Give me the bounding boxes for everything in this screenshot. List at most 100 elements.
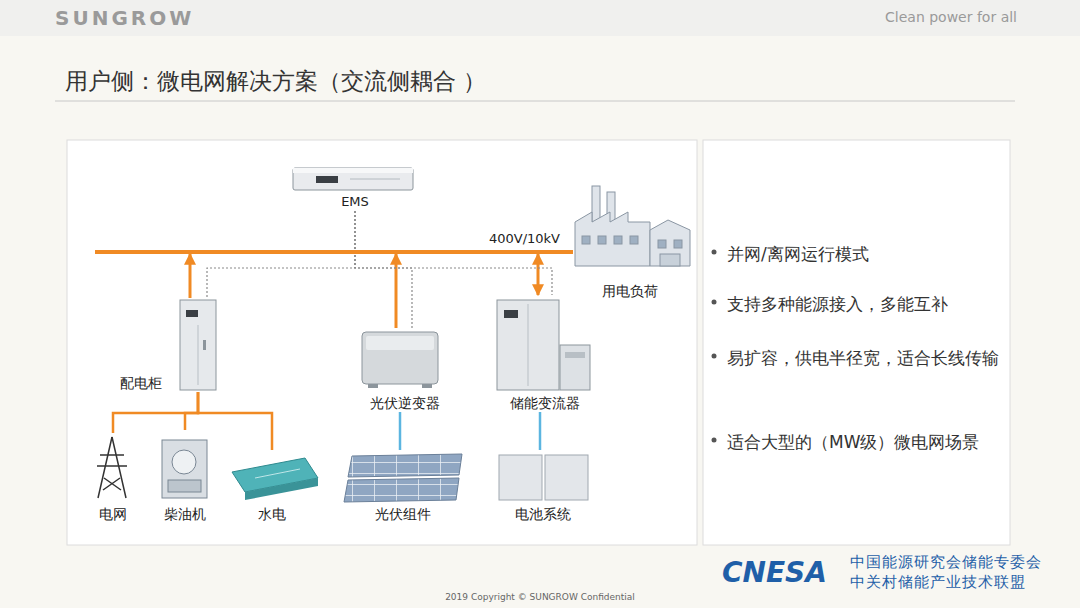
slide-title: 用户侧：微电网解决方案（交流侧耦合 ） xyxy=(65,66,486,97)
connector xyxy=(395,254,398,328)
logo-text: SUNGROW xyxy=(55,6,194,30)
ems-server-part xyxy=(316,176,338,183)
factory-icon-part xyxy=(660,254,680,266)
pcs-node: 储能变流器 xyxy=(492,295,598,412)
factory-icon-part xyxy=(592,186,600,222)
cabinet-node: 配电柜 xyxy=(118,298,220,392)
pv-inverter-part xyxy=(362,332,438,384)
ac-bus-band: 400V/10kV xyxy=(95,228,560,254)
header-band xyxy=(0,0,1080,36)
text-panel xyxy=(703,140,1010,545)
pv-panels-part xyxy=(344,478,459,502)
storage-converter xyxy=(497,300,590,390)
load-node: 用电负荷 xyxy=(565,182,695,300)
node-label: 400V/10kV xyxy=(489,230,560,248)
node-label: 配电柜 xyxy=(120,374,162,392)
connector xyxy=(198,392,272,450)
diesel-generator xyxy=(162,440,207,498)
text-panel-part xyxy=(703,140,1010,545)
connector xyxy=(539,412,542,450)
pv-inverter xyxy=(362,332,438,388)
pv-inverter-part xyxy=(368,384,378,388)
node-label: EMS xyxy=(341,193,369,211)
ems-node: EMS xyxy=(290,163,420,211)
factory-icon-part xyxy=(582,236,590,244)
bullet-dot-part xyxy=(712,250,717,255)
hydro-icon-part xyxy=(245,478,318,500)
slogan: Clean power for all xyxy=(860,9,1017,26)
distribution-cabinet xyxy=(180,300,216,390)
diesel-generator-part xyxy=(162,440,207,498)
title-rule xyxy=(55,101,1015,102)
bullet-text: 易扩容，供电半径宽，适合长线传输 xyxy=(727,342,999,374)
node-label: 柴油机 xyxy=(164,505,206,523)
connector xyxy=(113,392,198,433)
connector xyxy=(537,254,540,295)
factory-icon-part xyxy=(614,236,622,244)
header-band-part xyxy=(0,0,1080,36)
node-label: 用电负荷 xyxy=(602,282,658,300)
bullet-dot-part xyxy=(712,354,717,359)
factory-icon-part xyxy=(575,212,650,266)
hydro-node: 水电 xyxy=(222,450,322,523)
node-label: 水电 xyxy=(258,505,286,523)
factory-icon-part xyxy=(674,240,682,248)
ems-server-part xyxy=(350,179,400,180)
pv-panels xyxy=(344,454,462,502)
node-label: 电网 xyxy=(99,505,127,523)
factory-icon-part xyxy=(630,236,638,244)
diesel-generator-part xyxy=(168,480,201,492)
distribution-cabinet-part xyxy=(186,310,198,317)
bullet-text: 支持多种能源接入，多能互补 xyxy=(727,288,999,320)
battery-node: 电池系统 xyxy=(490,450,596,523)
bullet-text: 适合大型的（MW级）微电网场景 xyxy=(727,426,999,458)
hydro-icon-part xyxy=(255,469,300,478)
grid-tower-part xyxy=(97,437,127,498)
org-name: 中关村储能产业技术联盟 xyxy=(850,573,1026,591)
node-label: 电池系统 xyxy=(515,505,571,523)
connector xyxy=(207,211,355,298)
node-label: 光伏组件 xyxy=(375,505,431,523)
storage-converter-part xyxy=(528,304,529,386)
pv-inverter-part xyxy=(422,384,432,388)
pv-module-node: 光伏组件 xyxy=(338,450,468,523)
pv-inverter-part xyxy=(366,336,434,350)
storage-converter-part xyxy=(504,310,518,318)
bullet-text: 并网/离网运行模式 xyxy=(727,238,999,270)
connector xyxy=(559,250,573,254)
distribution-cabinet-part xyxy=(198,325,199,385)
hydro-icon xyxy=(232,458,318,500)
pv-panels-part xyxy=(348,454,462,477)
ems-server-part xyxy=(293,168,413,173)
inverter-node: 光伏逆变器 xyxy=(350,328,460,412)
diesel-generator-part xyxy=(172,450,196,474)
factory-icon xyxy=(575,186,690,266)
diesel-node: 柴油机 xyxy=(152,430,218,523)
connector xyxy=(189,254,192,298)
connector xyxy=(399,412,402,450)
factory-icon-part xyxy=(658,240,666,248)
distribution-cabinet-part xyxy=(180,300,216,390)
connector xyxy=(185,392,198,430)
bullet-dot-part xyxy=(712,300,717,305)
battery-system-part xyxy=(545,455,588,500)
diagram-panel-part xyxy=(67,140,697,545)
storage-converter-part xyxy=(497,300,559,390)
title-rule-part xyxy=(55,101,1015,102)
node-label: 储能变流器 xyxy=(510,394,580,412)
bullet-dot-part xyxy=(712,438,717,443)
distribution-cabinet-part xyxy=(203,340,206,350)
ems-server-part xyxy=(293,168,413,190)
ems-server xyxy=(293,168,413,190)
storage-converter-part xyxy=(565,352,585,358)
factory-icon-part xyxy=(650,220,690,266)
cnesa-logo: CNESA xyxy=(722,556,827,590)
connector xyxy=(355,211,412,328)
node-label: 光伏逆变器 xyxy=(370,394,440,412)
bullet-dot xyxy=(712,250,717,443)
copyright-note: 2019 Copyright © SUNGROW Confidential xyxy=(380,592,700,603)
battery-system xyxy=(499,455,588,500)
factory-icon-part xyxy=(598,236,606,244)
grid-tower xyxy=(97,437,127,498)
